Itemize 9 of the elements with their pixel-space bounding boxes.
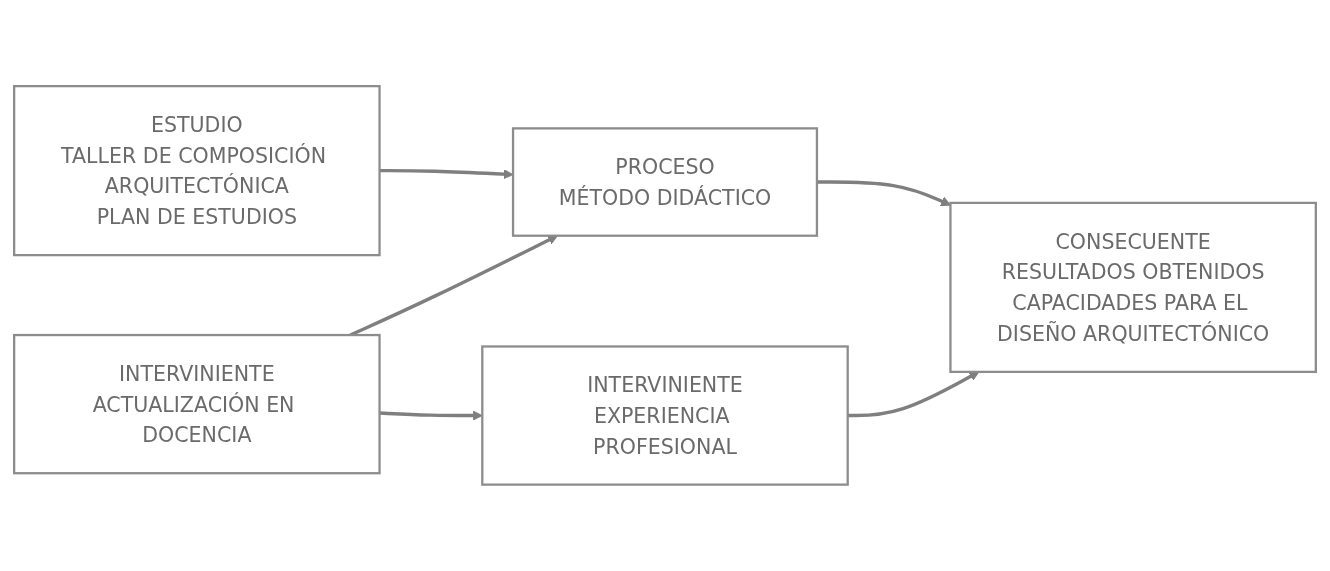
node-box: PROCESO MÉTODO DIDÁCTICO <box>511 127 819 237</box>
arrow <box>847 371 980 418</box>
node-box: INTERVINIENTE ACTUALIZACIÓN EN DOCENCIA <box>13 334 381 475</box>
arrow <box>379 169 514 180</box>
node-box: CONSECUENTE RESULTADOS OBTENIDOS CAPACIDADES PARA EL DISEÑO ARQUITECTÓNICO <box>949 201 1317 374</box>
arrow <box>816 180 951 207</box>
arrow <box>379 410 483 421</box>
node-box: ESTUDIO TALLER DE COMPOSICIÓN ARQUITECTÓNICA PLAN DE ESTUDIOS <box>13 85 381 257</box>
node-box: INTERVINIENTE EXPERIENCIA PROFESIONAL <box>481 345 849 486</box>
